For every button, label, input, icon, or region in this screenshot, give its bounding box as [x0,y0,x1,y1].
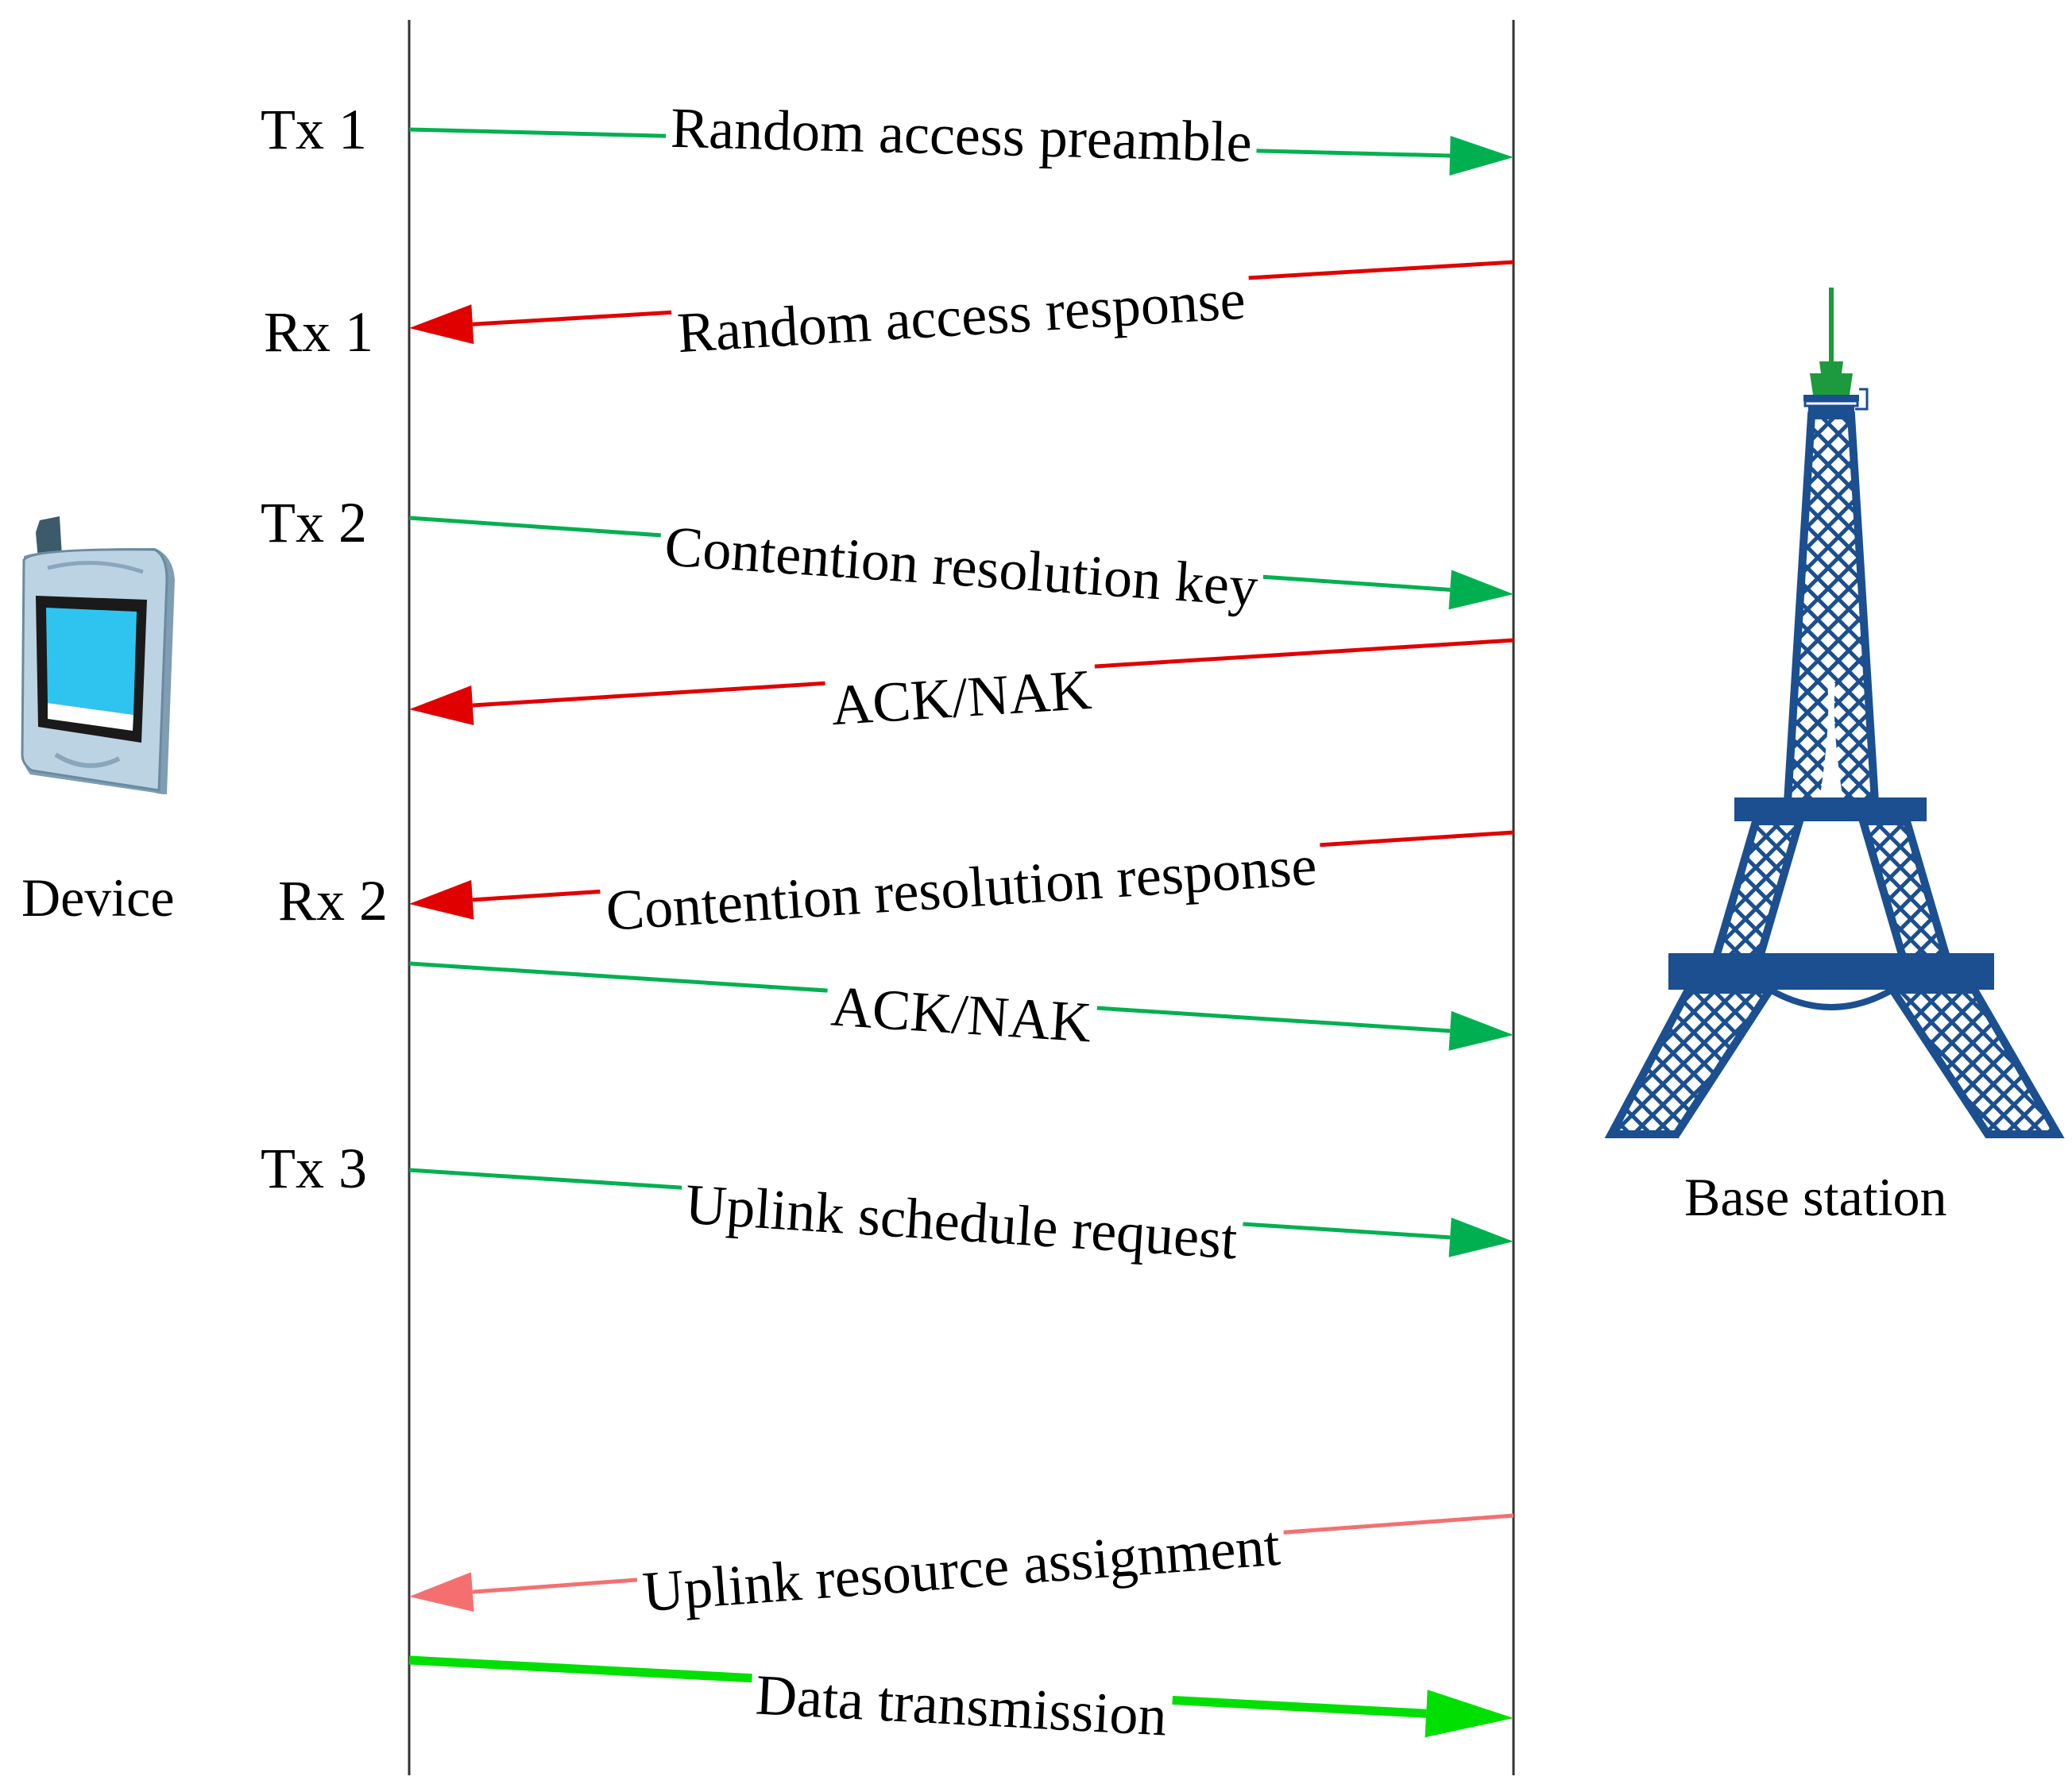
message-label-background [825,660,1098,735]
message-label: Random access response [671,268,1252,365]
arrow-head [409,879,474,920]
message-label-text: Contention resolution response [604,833,1318,943]
mobile-phone-icon [21,516,175,794]
message-label-text: Uplink schedule request [683,1172,1239,1272]
message-label-background [749,1666,1173,1745]
step-label-tx1: Tx 1 [261,98,367,161]
message-label-background [671,270,1252,362]
message-label-text: Random access preamble [670,96,1253,174]
message-label-background [636,1516,1287,1621]
message-label-background [658,516,1265,616]
message-label: Data transmission [749,1662,1173,1748]
message-label: ACK/NAK [825,974,1098,1055]
arrow-head [1449,135,1513,176]
message-label: Uplink schedule request [678,1172,1244,1272]
arrow-head [409,304,474,345]
arrow-head [409,1572,474,1612]
message-arrows [408,127,1514,1738]
base-station-label: Base station [1684,1167,1947,1227]
message-label: ACK/NAK [825,658,1098,737]
message-label-text: Random access response [675,268,1247,365]
message-label-text: ACK/NAK [829,974,1093,1054]
step-label-tx2: Tx 2 [261,491,367,554]
arrow-head [1424,1690,1513,1738]
message-label-text: Data transmission [754,1662,1168,1747]
message-label-text: ACK/NAK [829,658,1093,737]
arrow-head [1448,1010,1513,1051]
message-label-background [678,1175,1244,1269]
arrow-head [1448,1217,1513,1257]
message-label: Uplink resource assignment [636,1514,1287,1624]
message-label-text: Uplink resource assignment [640,1514,1282,1624]
arrow-head [1448,570,1513,610]
step-label-tx3: Tx 3 [261,1137,367,1200]
message-label-background [825,977,1098,1052]
eiffel-tower-antenna-icon [1604,288,2065,1138]
message-label-text: Contention resolution key [663,514,1260,618]
message-label-background [599,836,1324,940]
message-label: Contention resolution key [658,514,1265,619]
step-label-rx1: Rx 1 [264,300,373,364]
step-labels: Tx 1 Rx 1 Tx 2 Rx 2 Tx 3 [261,98,388,1200]
step-label-rx2: Rx 2 [278,869,388,933]
message-label-background [665,98,1258,172]
message-label: Random access preamble [665,96,1258,174]
device-label: Device [21,867,175,928]
message-label: Contention resolution response [599,833,1324,943]
arrow-head [409,685,474,725]
